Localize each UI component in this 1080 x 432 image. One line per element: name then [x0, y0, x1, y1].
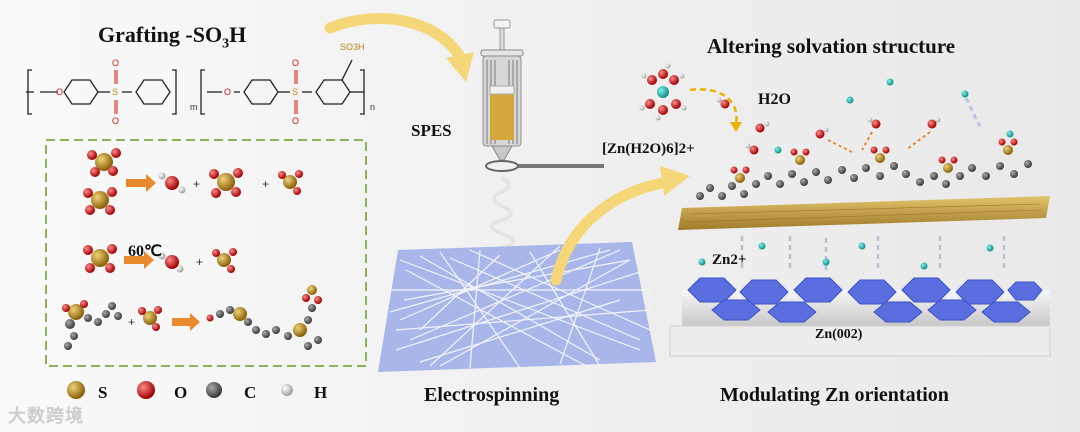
reaction-box [45, 139, 367, 367]
svg-text:O: O [112, 116, 119, 126]
surface-polymer-chains [696, 138, 1032, 200]
sulfur-atom-label-1: S [112, 87, 118, 97]
legend-label-h: H [314, 383, 328, 402]
svg-text:+: + [193, 177, 200, 191]
reaction-row-1: + + [83, 148, 303, 215]
arrow-to-syringe [324, 13, 468, 66]
legend-sphere-s [67, 381, 85, 399]
water-label: H2O [758, 91, 791, 108]
legend-label-o: O [174, 383, 188, 402]
legend-sphere-h [281, 384, 293, 396]
orange-dashed-arrows [827, 131, 931, 153]
arrow-to-membrane [550, 176, 674, 286]
subscript-m: m [190, 102, 198, 112]
reaction-row-2: + [83, 244, 237, 273]
zn-hexagonal-platelets [687, 277, 1043, 323]
legend-sphere-o [137, 381, 155, 399]
dashed-arrow-1 [689, 88, 738, 125]
blue-dashed-arrow [964, 97, 982, 127]
hydrated-zn-complex [639, 63, 687, 121]
temperature-label: 60℃ [128, 243, 162, 260]
zn-ions-top [774, 78, 1014, 154]
syringe [480, 19, 604, 172]
zn-ion-label: Zn2+ [712, 252, 747, 268]
subscript-n: n [370, 102, 376, 112]
legend-spheres [67, 381, 293, 399]
grafting-title: Grafting -SO3H [98, 22, 247, 52]
legend-label-s: S [98, 383, 108, 402]
legend-sphere-c [206, 382, 222, 398]
svg-text:+: + [128, 315, 135, 329]
zn-complex-label: [Zn(H2O)6]2+ [602, 141, 695, 157]
spinning-jet [490, 176, 515, 250]
svg-text:O: O [56, 87, 63, 97]
svg-text:O: O [112, 58, 119, 68]
svg-text:+: + [262, 177, 269, 191]
watermark: 大数跨境 [8, 406, 84, 427]
solvation-title: Altering solvation structure [707, 34, 956, 58]
svg-text:O: O [292, 116, 299, 126]
fiber-mat [378, 242, 656, 372]
legend-label-c: C [244, 383, 257, 402]
reaction-row-3: + [62, 285, 322, 350]
electrospinning-caption: Electrospinning [424, 384, 560, 406]
zn-002-label: Zn(002) [815, 327, 863, 342]
svg-text:O: O [224, 87, 231, 97]
so3h-label: SO3H [340, 42, 365, 52]
functional-membrane [678, 196, 1050, 230]
spes-label: SPES [411, 121, 452, 140]
spes-structure [26, 59, 365, 115]
zn-orientation-caption: Modulating Zn orientation [720, 384, 949, 406]
svg-text:+: + [196, 255, 203, 269]
water-molecules [716, 97, 941, 155]
svg-text:O: O [292, 58, 299, 68]
sulfur-atom-label-2: S [292, 87, 298, 97]
